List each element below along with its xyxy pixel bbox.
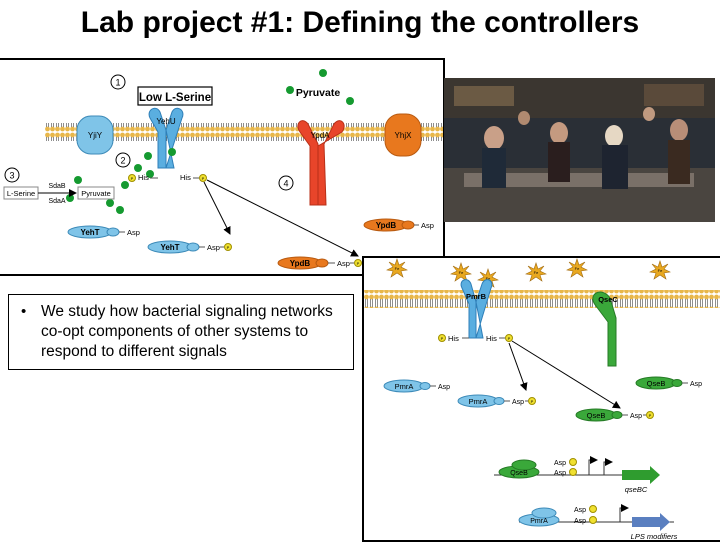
qsebc-promoter-complex: QseB Asp Asp qseBC <box>494 456 660 494</box>
svg-text:PmrA: PmrA <box>395 382 414 391</box>
ypda-protein <box>297 120 345 206</box>
svg-text:Asp: Asp <box>554 470 566 477</box>
svg-text:His: His <box>486 334 497 343</box>
membrane <box>364 290 720 308</box>
svg-text:SdaA: SdaA <box>48 198 65 205</box>
svg-text:YhjX: YhjX <box>395 131 413 140</box>
serine-signaling-diagram: 1 2 3 4 Low L-Serine Pyruvate YjiY <box>3 69 443 270</box>
svg-text:Asp: Asp <box>630 413 642 420</box>
svg-text:Asp: Asp <box>554 460 566 467</box>
svg-text:YpdB: YpdB <box>376 221 397 230</box>
svg-text:P: P <box>202 176 205 181</box>
svg-text:2: 2 <box>120 156 125 166</box>
svg-text:LPS modifiers: LPS modifiers <box>631 532 678 540</box>
svg-text:YjiY: YjiY <box>88 131 103 140</box>
svg-text:P: P <box>131 176 134 181</box>
svg-text:4: 4 <box>283 179 288 189</box>
step-number-4: 4 <box>278 175 294 191</box>
svg-text:Fe: Fe <box>575 266 580 271</box>
pyruvate-label: Pyruvate <box>296 87 341 99</box>
ypdb-protein-a: YpdB Asp <box>363 218 434 232</box>
svg-text:P: P <box>441 336 444 341</box>
svg-text:3: 3 <box>9 171 14 181</box>
svg-text:QseC: QseC <box>598 295 618 304</box>
svg-text:Fe: Fe <box>486 276 491 281</box>
qseb-protein-b: QseB Asp P <box>575 408 654 422</box>
pmra-protein-a: PmrA Asp <box>383 379 450 393</box>
svg-text:Asp: Asp <box>690 381 702 388</box>
step-number-3: 3 <box>4 167 20 183</box>
svg-text:His: His <box>180 173 191 182</box>
svg-text:P: P <box>531 399 534 404</box>
svg-text:QseB: QseB <box>510 470 528 477</box>
slide-title: Lab project #1: Defining the controllers <box>80 6 640 39</box>
svg-text:SdaB: SdaB <box>48 183 65 190</box>
bullet-marker: • <box>21 303 27 320</box>
ypdb-protein-b: YpdB Asp P <box>277 256 362 270</box>
yhjx-protein <box>384 113 422 157</box>
starship-bridge-photo <box>444 78 715 222</box>
yjiy-protein <box>76 115 114 155</box>
svg-text:1: 1 <box>115 78 120 88</box>
yeht-protein-a: YehT Asp <box>67 225 140 239</box>
pyruvate-pathway-label: Pyruvate <box>81 189 111 198</box>
svg-text:Asp: Asp <box>438 384 450 391</box>
svg-text:YehT: YehT <box>160 243 179 252</box>
svg-text:PmrA: PmrA <box>469 397 488 406</box>
summary-text-box: • We study how bacterial signaling netwo… <box>8 294 354 370</box>
svg-text:YpdB: YpdB <box>290 259 311 268</box>
svg-text:Asp: Asp <box>574 518 586 525</box>
svg-text:Asp: Asp <box>207 243 220 252</box>
step-number-1: 1 <box>110 74 126 90</box>
svg-text:Asp: Asp <box>337 259 350 268</box>
diagram-panel-iron: Fe Fe Fe Fe Fe Fe PmrB QseC P His His P <box>362 256 720 542</box>
svg-text:Asp: Asp <box>512 399 524 406</box>
svg-text:Fe: Fe <box>658 268 663 273</box>
svg-text:P: P <box>357 261 360 266</box>
lps-promoter-complex: PmrA Asp Asp LPS modifiers <box>518 504 678 540</box>
low-serine-label: Low L-Serine <box>139 92 211 104</box>
svg-text:P: P <box>227 245 230 250</box>
svg-text:His: His <box>138 173 149 182</box>
svg-text:YpdA: YpdA <box>311 131 331 140</box>
svg-text:Asp: Asp <box>127 228 140 237</box>
svg-text:PmrB: PmrB <box>466 292 487 301</box>
diagram-panel-serine: 1 2 3 4 Low L-Serine Pyruvate YjiY <box>0 58 445 276</box>
svg-text:QseB: QseB <box>587 411 606 420</box>
svg-text:QseB: QseB <box>647 379 666 388</box>
svg-text:Fe: Fe <box>395 266 400 271</box>
svg-text:P: P <box>508 336 511 341</box>
yeht-protein-b: YehT Asp P <box>147 240 232 254</box>
iron-signaling-diagram: Fe Fe Fe Fe Fe Fe PmrB QseC P His His P <box>364 258 720 540</box>
svg-text:Asp: Asp <box>421 221 434 230</box>
svg-text:YehT: YehT <box>80 228 99 237</box>
svg-text:His: His <box>448 334 459 343</box>
qsec-protein <box>592 291 617 367</box>
svg-text:YehU: YehU <box>156 117 176 126</box>
svg-text:Fe: Fe <box>459 270 464 275</box>
svg-text:Fe: Fe <box>534 270 539 275</box>
pmra-protein-b: PmrA Asp P <box>457 394 536 408</box>
qseb-protein-a: QseB Asp <box>635 376 702 390</box>
step-number-2: 2 <box>115 152 131 168</box>
iron-ions: Fe Fe Fe Fe Fe Fe <box>386 258 671 288</box>
pmrb-protein <box>460 279 493 339</box>
svg-text:qseBC: qseBC <box>625 485 648 494</box>
summary-bullet: We study how bacterial signaling network… <box>41 303 333 360</box>
l-serine-label: L-Serine <box>7 189 35 198</box>
svg-text:PmrA: PmrA <box>530 518 548 525</box>
pyruvate-molecules <box>286 69 354 105</box>
svg-text:P: P <box>649 413 652 418</box>
svg-text:Asp: Asp <box>574 507 586 514</box>
